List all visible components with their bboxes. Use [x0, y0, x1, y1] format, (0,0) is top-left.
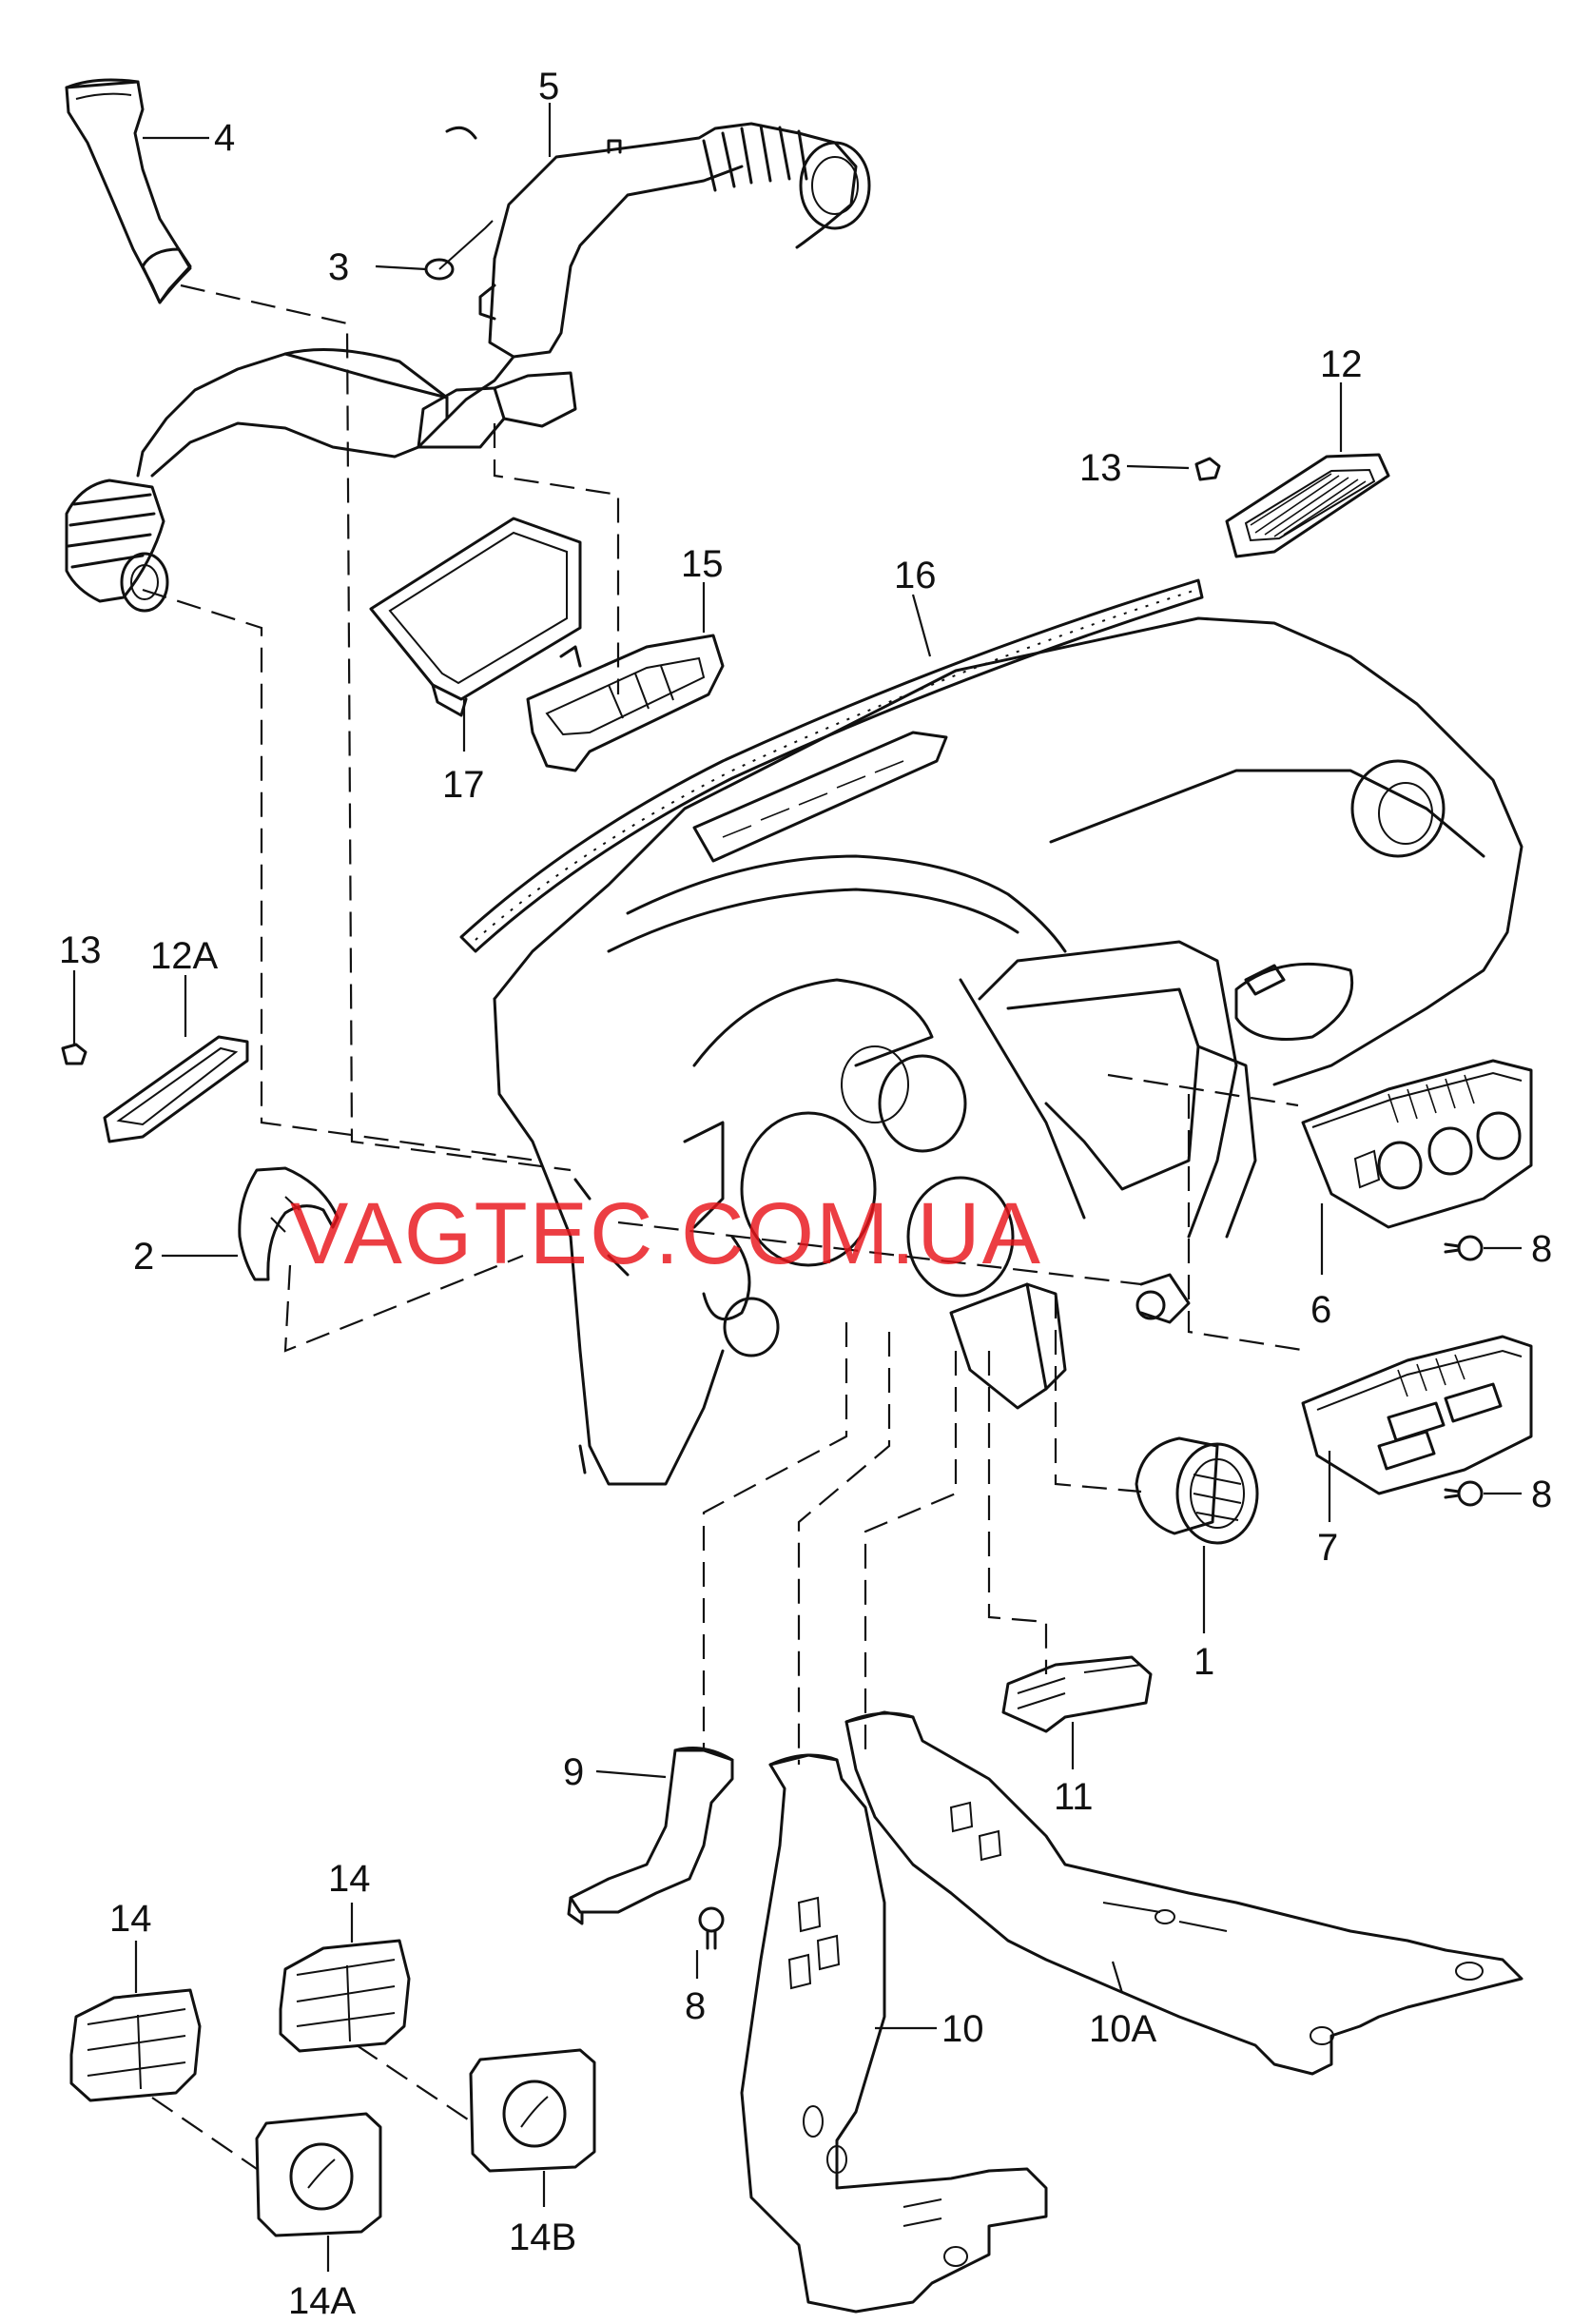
part-2-trim — [238, 1166, 340, 1281]
label-4: 4 — [214, 117, 235, 159]
label-9: 9 — [563, 1751, 584, 1793]
left-side-duct — [65, 348, 577, 613]
screw-8-upper — [1444, 1235, 1484, 1261]
part-15-vent — [526, 634, 725, 772]
part-17-vent-frame — [369, 517, 582, 717]
part-13-clip-right — [1194, 457, 1221, 481]
label-10: 10 — [941, 2008, 984, 2050]
label-14-right: 14 — [328, 1858, 371, 1900]
watermark: VAGTEC.COM.UA — [290, 1185, 1042, 1282]
part-16-seal — [459, 578, 1204, 953]
leader-lines — [72, 103, 1522, 2272]
part-14-vent-left — [69, 1988, 202, 2102]
label-12a: 12A — [150, 935, 218, 977]
assembly-lines — [142, 283, 1309, 2170]
label-11: 11 — [1054, 1776, 1094, 1818]
label-1: 1 — [1194, 1641, 1214, 1683]
part-7-vent — [1301, 1335, 1533, 1495]
screw-8-middle — [1444, 1480, 1484, 1507]
label-8-lower: 8 — [685, 1985, 706, 2027]
label-15: 15 — [681, 543, 724, 585]
part-13-clip-left — [61, 1043, 87, 1065]
part-4-duct — [65, 78, 192, 304]
label-7: 7 — [1317, 1527, 1338, 1569]
label-13-left: 13 — [59, 929, 102, 971]
label-14-left: 14 — [109, 1898, 152, 1940]
label-14a: 14A — [288, 2280, 356, 2322]
part-11-vent — [1001, 1655, 1153, 1733]
label-16: 16 — [894, 555, 937, 596]
label-12: 12 — [1320, 343, 1363, 385]
label-13-right: 13 — [1079, 447, 1122, 489]
part-6-vent — [1301, 1059, 1533, 1229]
part-14b-cap — [469, 2048, 596, 2173]
label-8-upper: 8 — [1531, 1228, 1552, 1270]
part-14a-cap — [255, 2112, 382, 2237]
part-5-duct — [445, 122, 871, 420]
part-labels: 4 5 3 12 13 15 16 17 13 12A 2 6 8 7 8 1 … — [59, 66, 1552, 2322]
part-12a-grille — [103, 1035, 249, 1143]
screw-8-lower — [698, 1906, 725, 1950]
part-10a-duct — [844, 1710, 1523, 2076]
label-2: 2 — [133, 1236, 154, 1278]
label-17: 17 — [442, 764, 485, 806]
part-9-duct — [567, 1747, 734, 1925]
part-14-vent-right — [279, 1939, 411, 2053]
label-10a: 10A — [1089, 2008, 1156, 2050]
part-10-duct — [740, 1753, 1048, 2314]
part-1-round-vent — [1135, 1436, 1259, 1545]
part-3-clip — [424, 220, 494, 281]
label-8-middle: 8 — [1531, 1474, 1552, 1515]
part-12-grille — [1225, 453, 1390, 558]
label-3: 3 — [328, 246, 349, 288]
label-14b: 14B — [509, 2217, 576, 2258]
label-6: 6 — [1310, 1289, 1331, 1331]
dashboard — [493, 616, 1523, 1486]
label-5: 5 — [538, 66, 559, 107]
